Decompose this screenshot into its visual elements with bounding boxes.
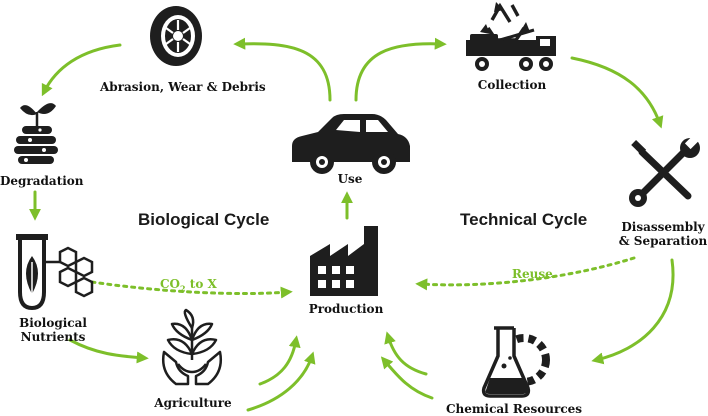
flask-gear-icon — [481, 326, 550, 398]
tow-truck-recycle-icon — [466, 2, 556, 71]
arrow-nutrients-to-agriculture — [68, 338, 149, 364]
plant-hands-icon — [162, 308, 222, 386]
arrow-use-to-collection — [354, 37, 447, 102]
technical-cycle-title: Technical Cycle — [460, 210, 588, 229]
co2-prefix: CO — [160, 277, 181, 291]
co2-subscript: 2 — [180, 283, 186, 294]
arrow-agriculture-to-production-1 — [258, 335, 301, 386]
use-label: Use — [337, 172, 363, 186]
agriculture-label: Agriculture — [154, 396, 232, 410]
co2-to-x-label: CO2 to X — [160, 277, 217, 293]
arrow-use-to-abrasion — [233, 37, 332, 102]
abrasion-label: Abrasion, Wear & Debris — [100, 80, 266, 94]
arrow-chemical-to-production-2 — [380, 356, 434, 400]
production-label: Production — [308, 302, 384, 316]
car-icon — [292, 114, 410, 174]
test-tube-leaf-icon — [16, 234, 94, 311]
bio-nutrients-line1: Biological — [19, 316, 87, 330]
tire-icon — [150, 6, 202, 66]
arrow-agriculture-to-production-2 — [246, 351, 316, 412]
wrench-screwdriver-icon — [629, 134, 700, 207]
disassembly-label-line1: Disassembly — [621, 220, 705, 234]
degradation-label: Degradation — [0, 174, 84, 188]
arrow-disassembly-to-chemical — [591, 258, 675, 365]
disassembly-label: Disassembly & Separation — [618, 220, 708, 248]
bio-nutrients-line2: Nutrients — [20, 330, 86, 344]
arrow-reuse-to-production — [415, 256, 636, 291]
collection-label: Collection — [477, 78, 547, 92]
bio-nutrients-label: Biological Nutrients — [8, 316, 98, 344]
reuse-label: Reuse — [512, 267, 553, 281]
flow-arrows — [29, 37, 675, 412]
factory-icon — [310, 226, 378, 296]
arrow-collection-to-disassembly — [570, 56, 664, 129]
sprout-soil-icon — [14, 103, 58, 164]
arrow-co2-to-production — [90, 280, 293, 299]
arrow-abrasion-to-degradation — [41, 43, 122, 97]
arrow-chemical-to-production-1 — [384, 331, 428, 376]
co2-suffix: to X — [185, 277, 217, 291]
chemical-label: Chemical Resources — [445, 402, 583, 416]
biological-cycle-title: Biological Cycle — [138, 210, 270, 229]
disassembly-label-line2: & Separation — [618, 234, 708, 248]
